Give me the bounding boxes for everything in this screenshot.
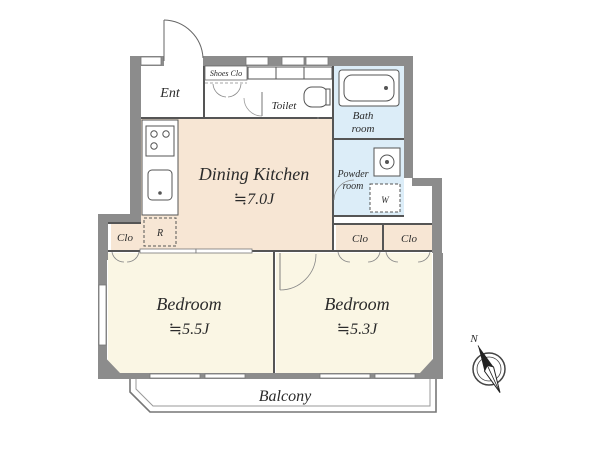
windows: [98, 56, 416, 379]
balcony-label: Balcony: [259, 388, 312, 405]
washer-space: [369, 183, 401, 213]
compass-icon: [472, 345, 506, 393]
closet-left-label: Clo: [117, 232, 133, 244]
window-left-bedroom: [98, 284, 107, 346]
room-labels: Ent Shoes Clo Toilet Bath room Powder ro…: [117, 69, 478, 405]
balcony: [129, 378, 437, 413]
bedroom-right-label: Bedroom: [324, 294, 389, 314]
toilet-bowl-icon: [303, 86, 329, 108]
dining-kitchen-label: Dining Kitchen: [198, 164, 310, 184]
kitchen: [141, 119, 179, 247]
bedroom-left-size: ≒5.5J: [169, 321, 210, 338]
window-top-3: [305, 56, 329, 66]
window-bottom-mid: [204, 373, 246, 379]
bath-label-2: room: [352, 123, 375, 135]
bedroom-left-floor: [108, 253, 273, 373]
window-bottom-left: [149, 373, 201, 379]
interior-doors: [111, 117, 431, 291]
floor-fills: [108, 66, 432, 373]
window-bottom-right2: [374, 373, 416, 379]
entrance-label: Ent: [159, 86, 181, 101]
washer-label: W: [381, 195, 390, 205]
entrance-floor: [141, 66, 203, 116]
window-toilet: [245, 56, 269, 66]
window-entrance: [140, 56, 162, 66]
refrigerator-label: R: [156, 228, 163, 239]
toilet-label: Toilet: [272, 100, 298, 112]
stove-icon: [145, 125, 175, 157]
powder-label-2: room: [343, 181, 364, 192]
bedroom-left-label: Bedroom: [156, 294, 221, 314]
compass-north-label: N: [469, 333, 478, 345]
refrigerator-space: [143, 217, 177, 247]
closet-mid-floor: [336, 224, 382, 251]
entrance-door: [163, 19, 204, 61]
powder-fixtures: [333, 147, 401, 213]
bath-label-1: Bath: [353, 110, 374, 122]
window-top-2: [281, 56, 305, 66]
shoes-closet-label: Shoes Clo: [210, 69, 242, 78]
closet-left-floor: [111, 223, 141, 250]
closet-right-label: Clo: [401, 233, 417, 245]
sink-icon: [147, 169, 173, 201]
powder-label-1: Powder: [336, 169, 368, 180]
shoes-closet: [204, 65, 248, 98]
window-bottom-right: [319, 373, 371, 379]
dining-kitchen-size: ≒7.0J: [234, 191, 275, 208]
closet-mid-label: Clo: [352, 233, 368, 245]
toilet-fixtures: [243, 66, 333, 117]
closet-right-floor: [384, 224, 432, 251]
bedroom-right-size: ≒5.3J: [337, 321, 378, 338]
bedroom-right-floor: [276, 253, 432, 373]
bathtub-icon: [338, 69, 400, 107]
